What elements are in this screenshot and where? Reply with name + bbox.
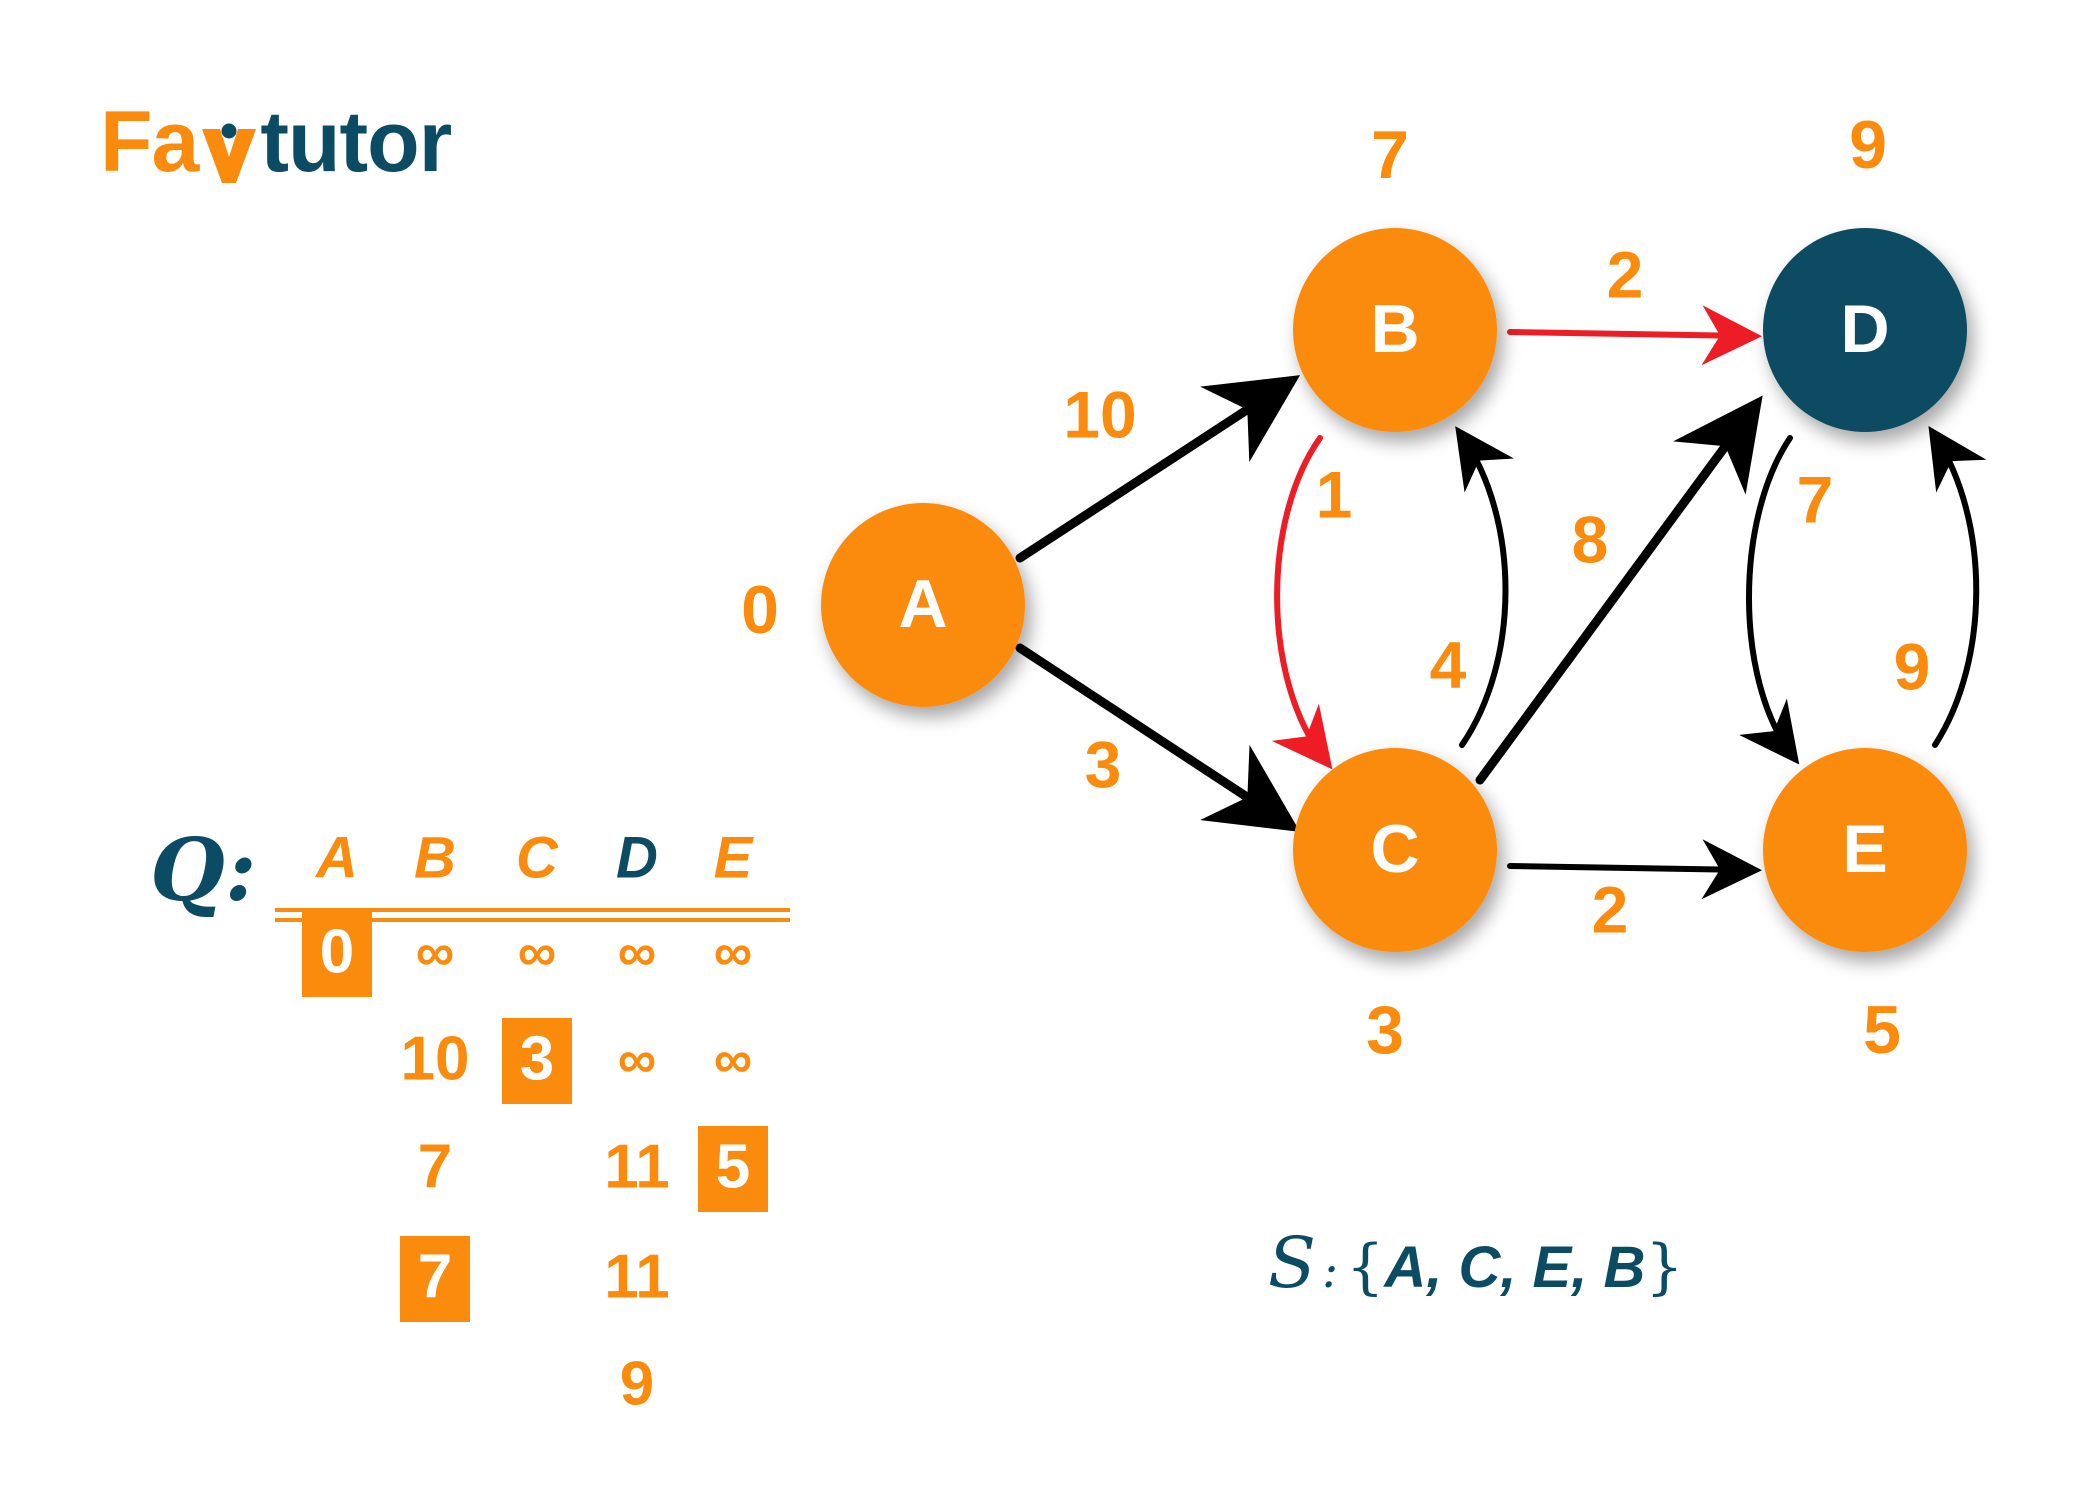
queue-header-c: C (516, 825, 559, 890)
queue-cell: 3 (520, 1024, 554, 1093)
visited-set: S : {A, C, E, B} (1268, 1222, 1684, 1304)
node-label-d: D (1840, 291, 1889, 367)
queue-label: Q: (150, 820, 257, 921)
edge-weight-c-d: 8 (1572, 502, 1609, 576)
edge-weight-e-d: 9 (1894, 629, 1931, 703)
queue-cell: ∞ (518, 922, 557, 982)
edge-a-c (1015, 643, 1301, 832)
logo-text-fa: Fa (100, 94, 199, 190)
queue-header-a: A (314, 825, 358, 890)
edge-d-e (1739, 435, 1800, 765)
visited-set-label: S (1268, 1222, 1316, 1304)
queue-selected-box (698, 1126, 768, 1212)
queue-header-d: D (616, 825, 658, 890)
edge-weight-a-b: 10 (1063, 377, 1136, 451)
queue-cell: ∞ (618, 922, 657, 982)
queue-cell: 10 (401, 1024, 470, 1093)
queue-header-e: E (714, 825, 755, 890)
visited-set-separator: : (1321, 1243, 1339, 1299)
queue-cell: 0 (320, 917, 354, 986)
node-label-a: A (898, 566, 947, 642)
node-distance-e: 5 (1863, 992, 1901, 1068)
queue-selected-box (502, 1018, 572, 1104)
queue-cell: ∞ (618, 1029, 657, 1089)
node-distance-d: 9 (1849, 107, 1887, 183)
favtutor-logo: Fa tutor (100, 94, 452, 190)
queue-selected-box (400, 1236, 470, 1322)
queue-cell: 7 (418, 1242, 452, 1311)
edge-weight-b-d: 2 (1607, 237, 1644, 311)
node-label-e: E (1842, 811, 1887, 887)
edge-c-d (1475, 395, 1763, 785)
node-label-b: B (1370, 291, 1419, 367)
logo-text-tutor: tutor (260, 94, 452, 190)
edge-weight-d-e: 7 (1797, 462, 1834, 536)
visited-set-items: A, C, E, B (1384, 1235, 1646, 1300)
queue-selected-box (302, 911, 372, 997)
queue-cell: 11 (604, 1242, 670, 1311)
edge-e-d (1928, 425, 1987, 748)
edge-weight-b-c: 1 (1316, 457, 1353, 531)
node-e (1763, 748, 1967, 952)
node-b (1293, 228, 1497, 432)
node-label-c: C (1370, 811, 1419, 887)
queue-cell: ∞ (714, 922, 753, 982)
visited-set-close-brace: } (1645, 1232, 1684, 1302)
edge-b-d (1507, 305, 1762, 366)
node-d (1763, 228, 1967, 432)
edge-a-b (1015, 375, 1301, 563)
queue-header-b: B (414, 825, 456, 890)
node-distance-c: 3 (1366, 992, 1404, 1068)
visited-set-open-brace: { (1346, 1232, 1385, 1302)
edge-b-c (1271, 435, 1333, 770)
edge-c-e (1507, 839, 1762, 900)
queue-cell: 11 (604, 1132, 670, 1201)
node-a (821, 503, 1025, 707)
logo-person-icon (200, 115, 258, 185)
edge-weight-c-b: 4 (1430, 627, 1467, 701)
node-distance-a: 0 (741, 572, 779, 648)
queue-cell: 5 (716, 1132, 750, 1201)
node-c (1293, 748, 1497, 952)
node-distance-b: 7 (1371, 117, 1409, 193)
edge-weight-c-e: 2 (1592, 872, 1629, 946)
queue-cell: 9 (620, 1349, 654, 1418)
edge-weight-a-c: 3 (1085, 727, 1122, 801)
queue-cell: 7 (418, 1132, 452, 1201)
queue-cell: ∞ (714, 1029, 753, 1089)
visited-set-values: {A, C, E, B} (1346, 1232, 1683, 1302)
queue-cell: ∞ (416, 922, 455, 982)
edge-c-b (1455, 426, 1514, 748)
